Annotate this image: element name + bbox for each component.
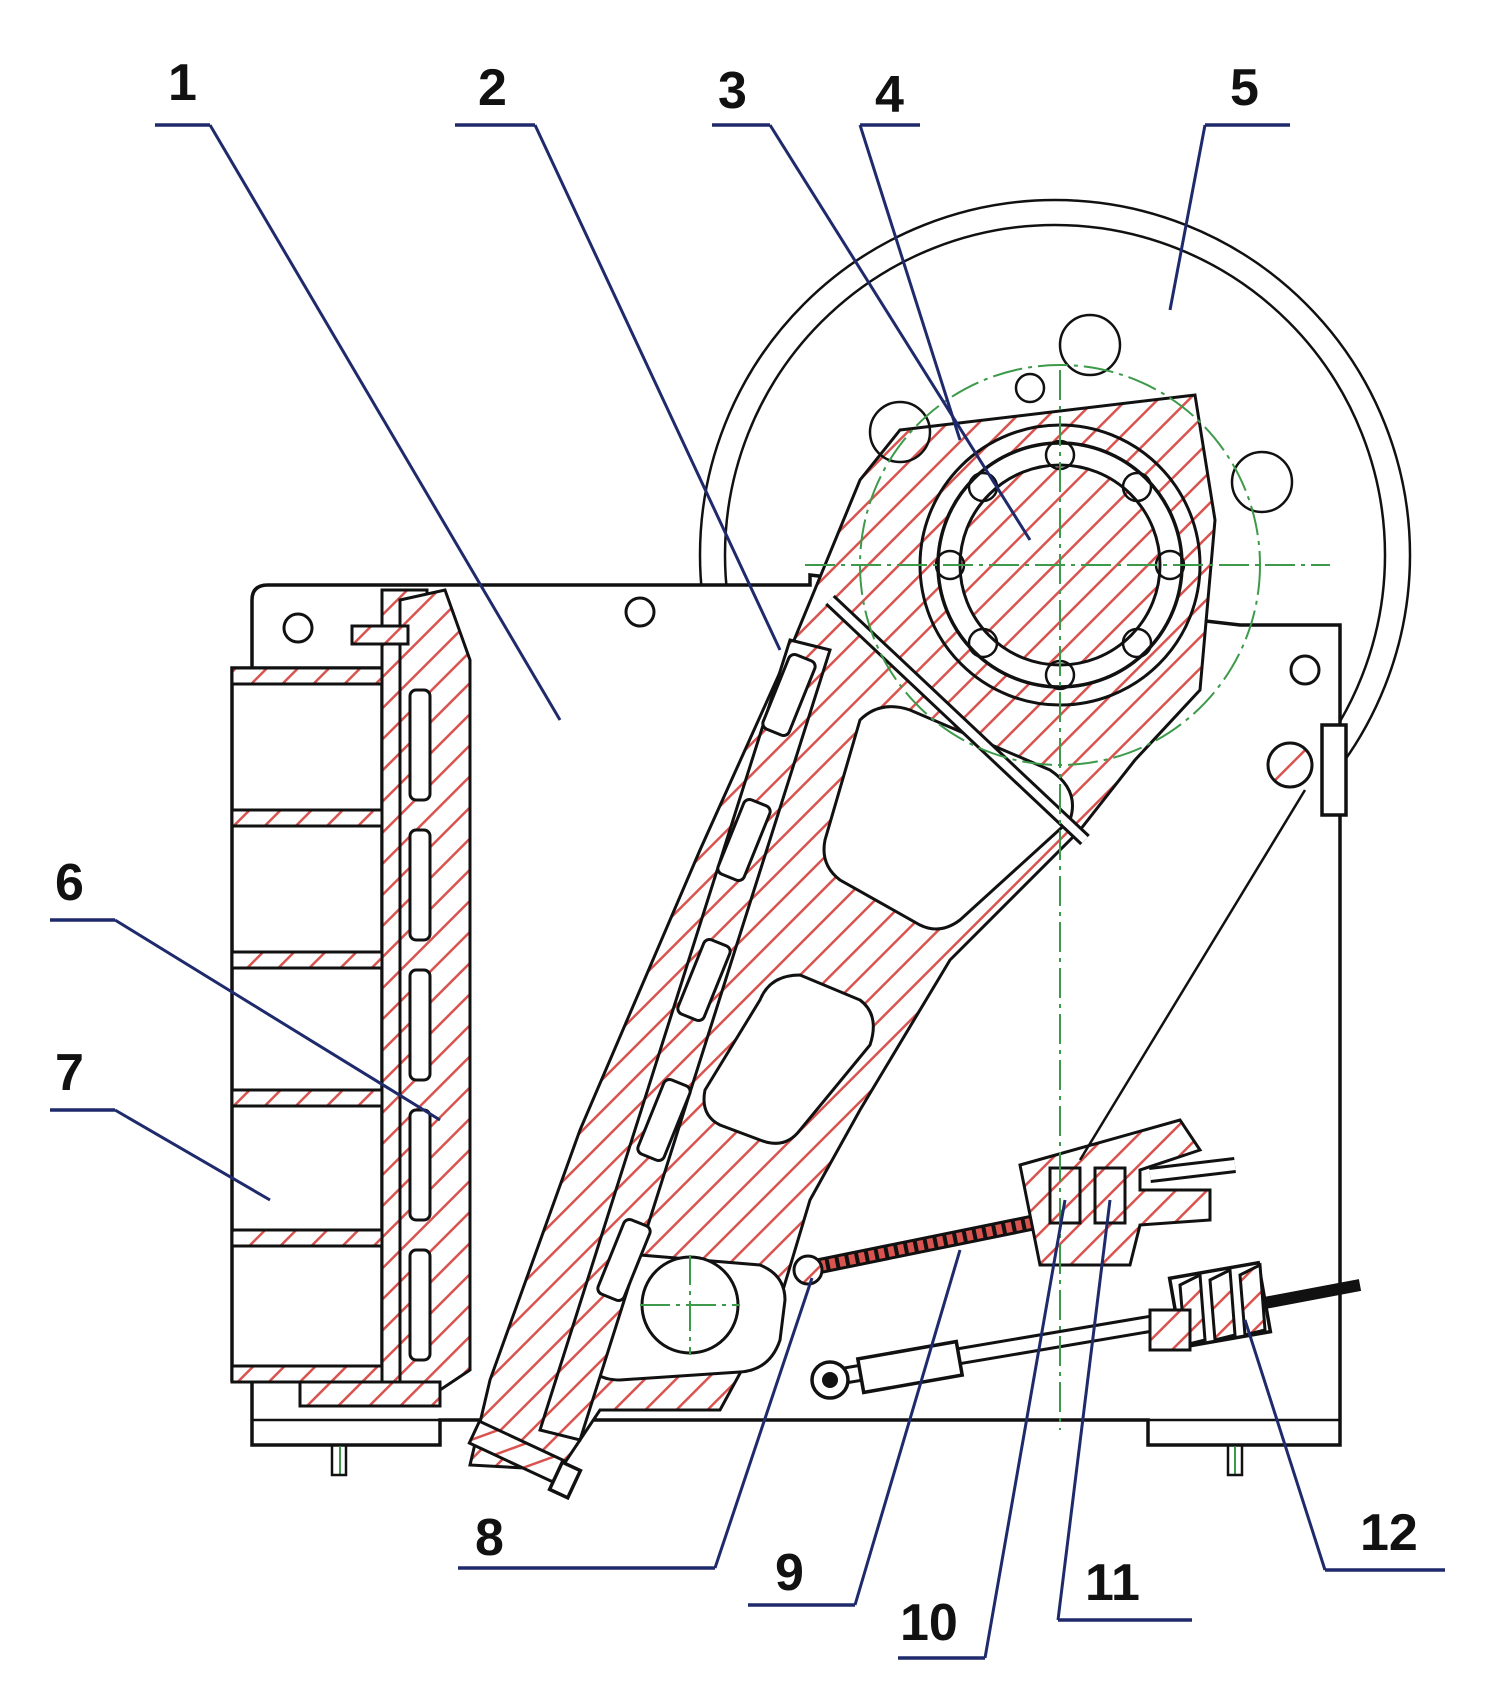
callout-9: 9 [775,1544,804,1602]
callout-11: 11 [1085,1554,1140,1612]
fixed-jaw-slots [408,688,432,1362]
movable-jaw-plate [538,638,832,1442]
fixed-jaw-assembly [230,588,472,1408]
callout-8: 8 [475,1509,504,1567]
callout-7: 7 [55,1044,84,1102]
callout-3: 3 [718,62,747,120]
callout-10: 10 [900,1594,958,1652]
fixed-jaw-ribs [230,666,384,1384]
callout-1: 1 [168,54,197,112]
callout-2: 2 [478,59,507,117]
compression-spring [1148,1260,1273,1352]
tightening-bolt [467,1419,583,1501]
callout-4: 4 [875,66,904,124]
callout-12: 12 [1360,1504,1418,1562]
callout-labels: 1 2 3 4 5 6 7 8 9 10 11 12 [55,54,1418,1652]
callout-leaders [50,123,1445,1660]
callout-5: 5 [1230,59,1259,117]
toggle-mechanism [792,723,1362,1400]
callout-6: 6 [55,854,84,912]
centerlines [640,364,1330,1430]
